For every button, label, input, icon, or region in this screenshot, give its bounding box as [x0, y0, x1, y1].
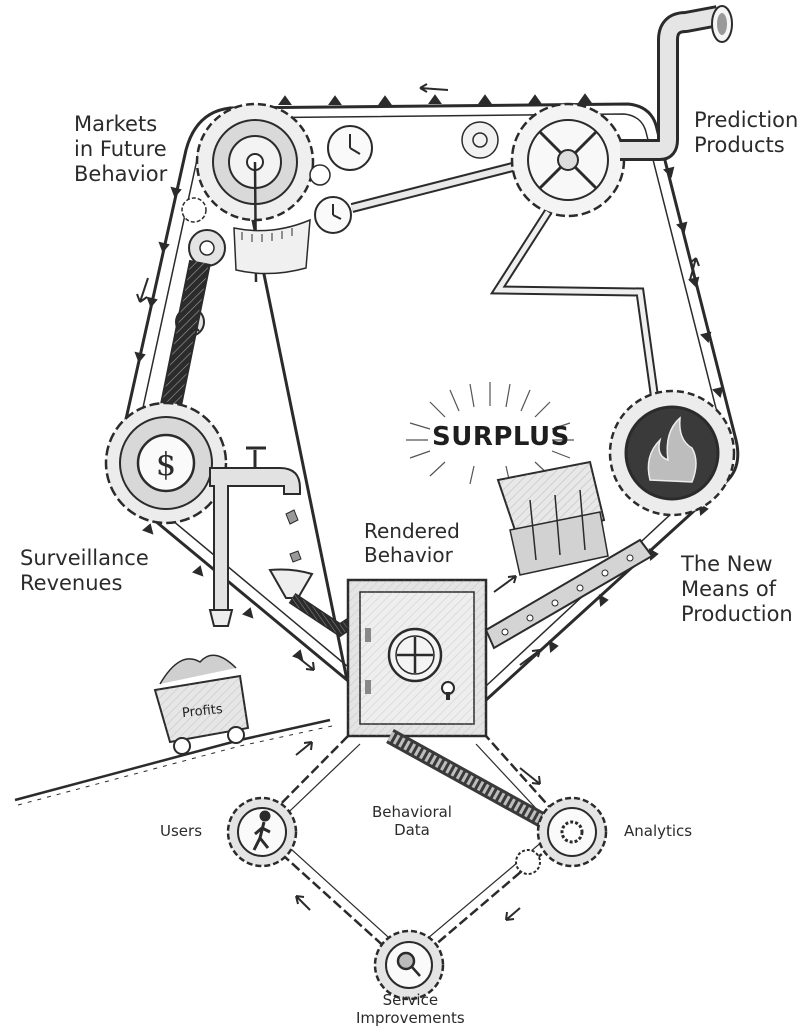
walking-person-icon [252, 810, 271, 851]
label-service-improvements: Service Improvements [356, 991, 465, 1027]
production-conveyor [484, 538, 654, 650]
prediction-gear-icon [510, 102, 626, 218]
surplus-burst [406, 382, 574, 485]
magnifier-icon [396, 951, 421, 977]
service-gear-icon [373, 929, 445, 1001]
clock-icon [309, 121, 499, 234]
lower-direction-arrows [295, 741, 541, 921]
profits-cart-icon [14, 654, 333, 806]
label-prediction-products: Prediction Products [694, 108, 799, 157]
markets-gear-icon [175, 102, 315, 337]
faucet-icon [208, 446, 302, 627]
linkage-rods [159, 209, 660, 413]
label-surveillance-revenues: Surveillance Revenues [20, 546, 149, 595]
direction-arrows [136, 83, 700, 671]
label-new-means-of-production: The New Means of Production [681, 552, 793, 626]
label-analytics: Analytics [624, 822, 693, 840]
analytics-gear-icon [515, 796, 608, 875]
revenue-gear-icon: $ [104, 401, 228, 525]
connector-rod [350, 155, 542, 213]
label-behavioral-data: Behavioral Data [372, 803, 452, 839]
label-users: Users [160, 822, 203, 840]
label-markets-future-behavior: Markets in Future Behavior [74, 112, 168, 186]
output-pipe-icon [620, 5, 733, 161]
production-machine-icon [496, 460, 609, 576]
label-surplus: SURPLUS [432, 422, 570, 452]
users-gear-icon [226, 796, 298, 868]
safe-icon [346, 578, 488, 738]
dollar-sign-icon: $ [156, 445, 176, 483]
funnel-icon [268, 568, 356, 638]
label-rendered-behavior: Rendered Behavior [364, 519, 460, 567]
furnace-gear-icon [608, 389, 736, 517]
